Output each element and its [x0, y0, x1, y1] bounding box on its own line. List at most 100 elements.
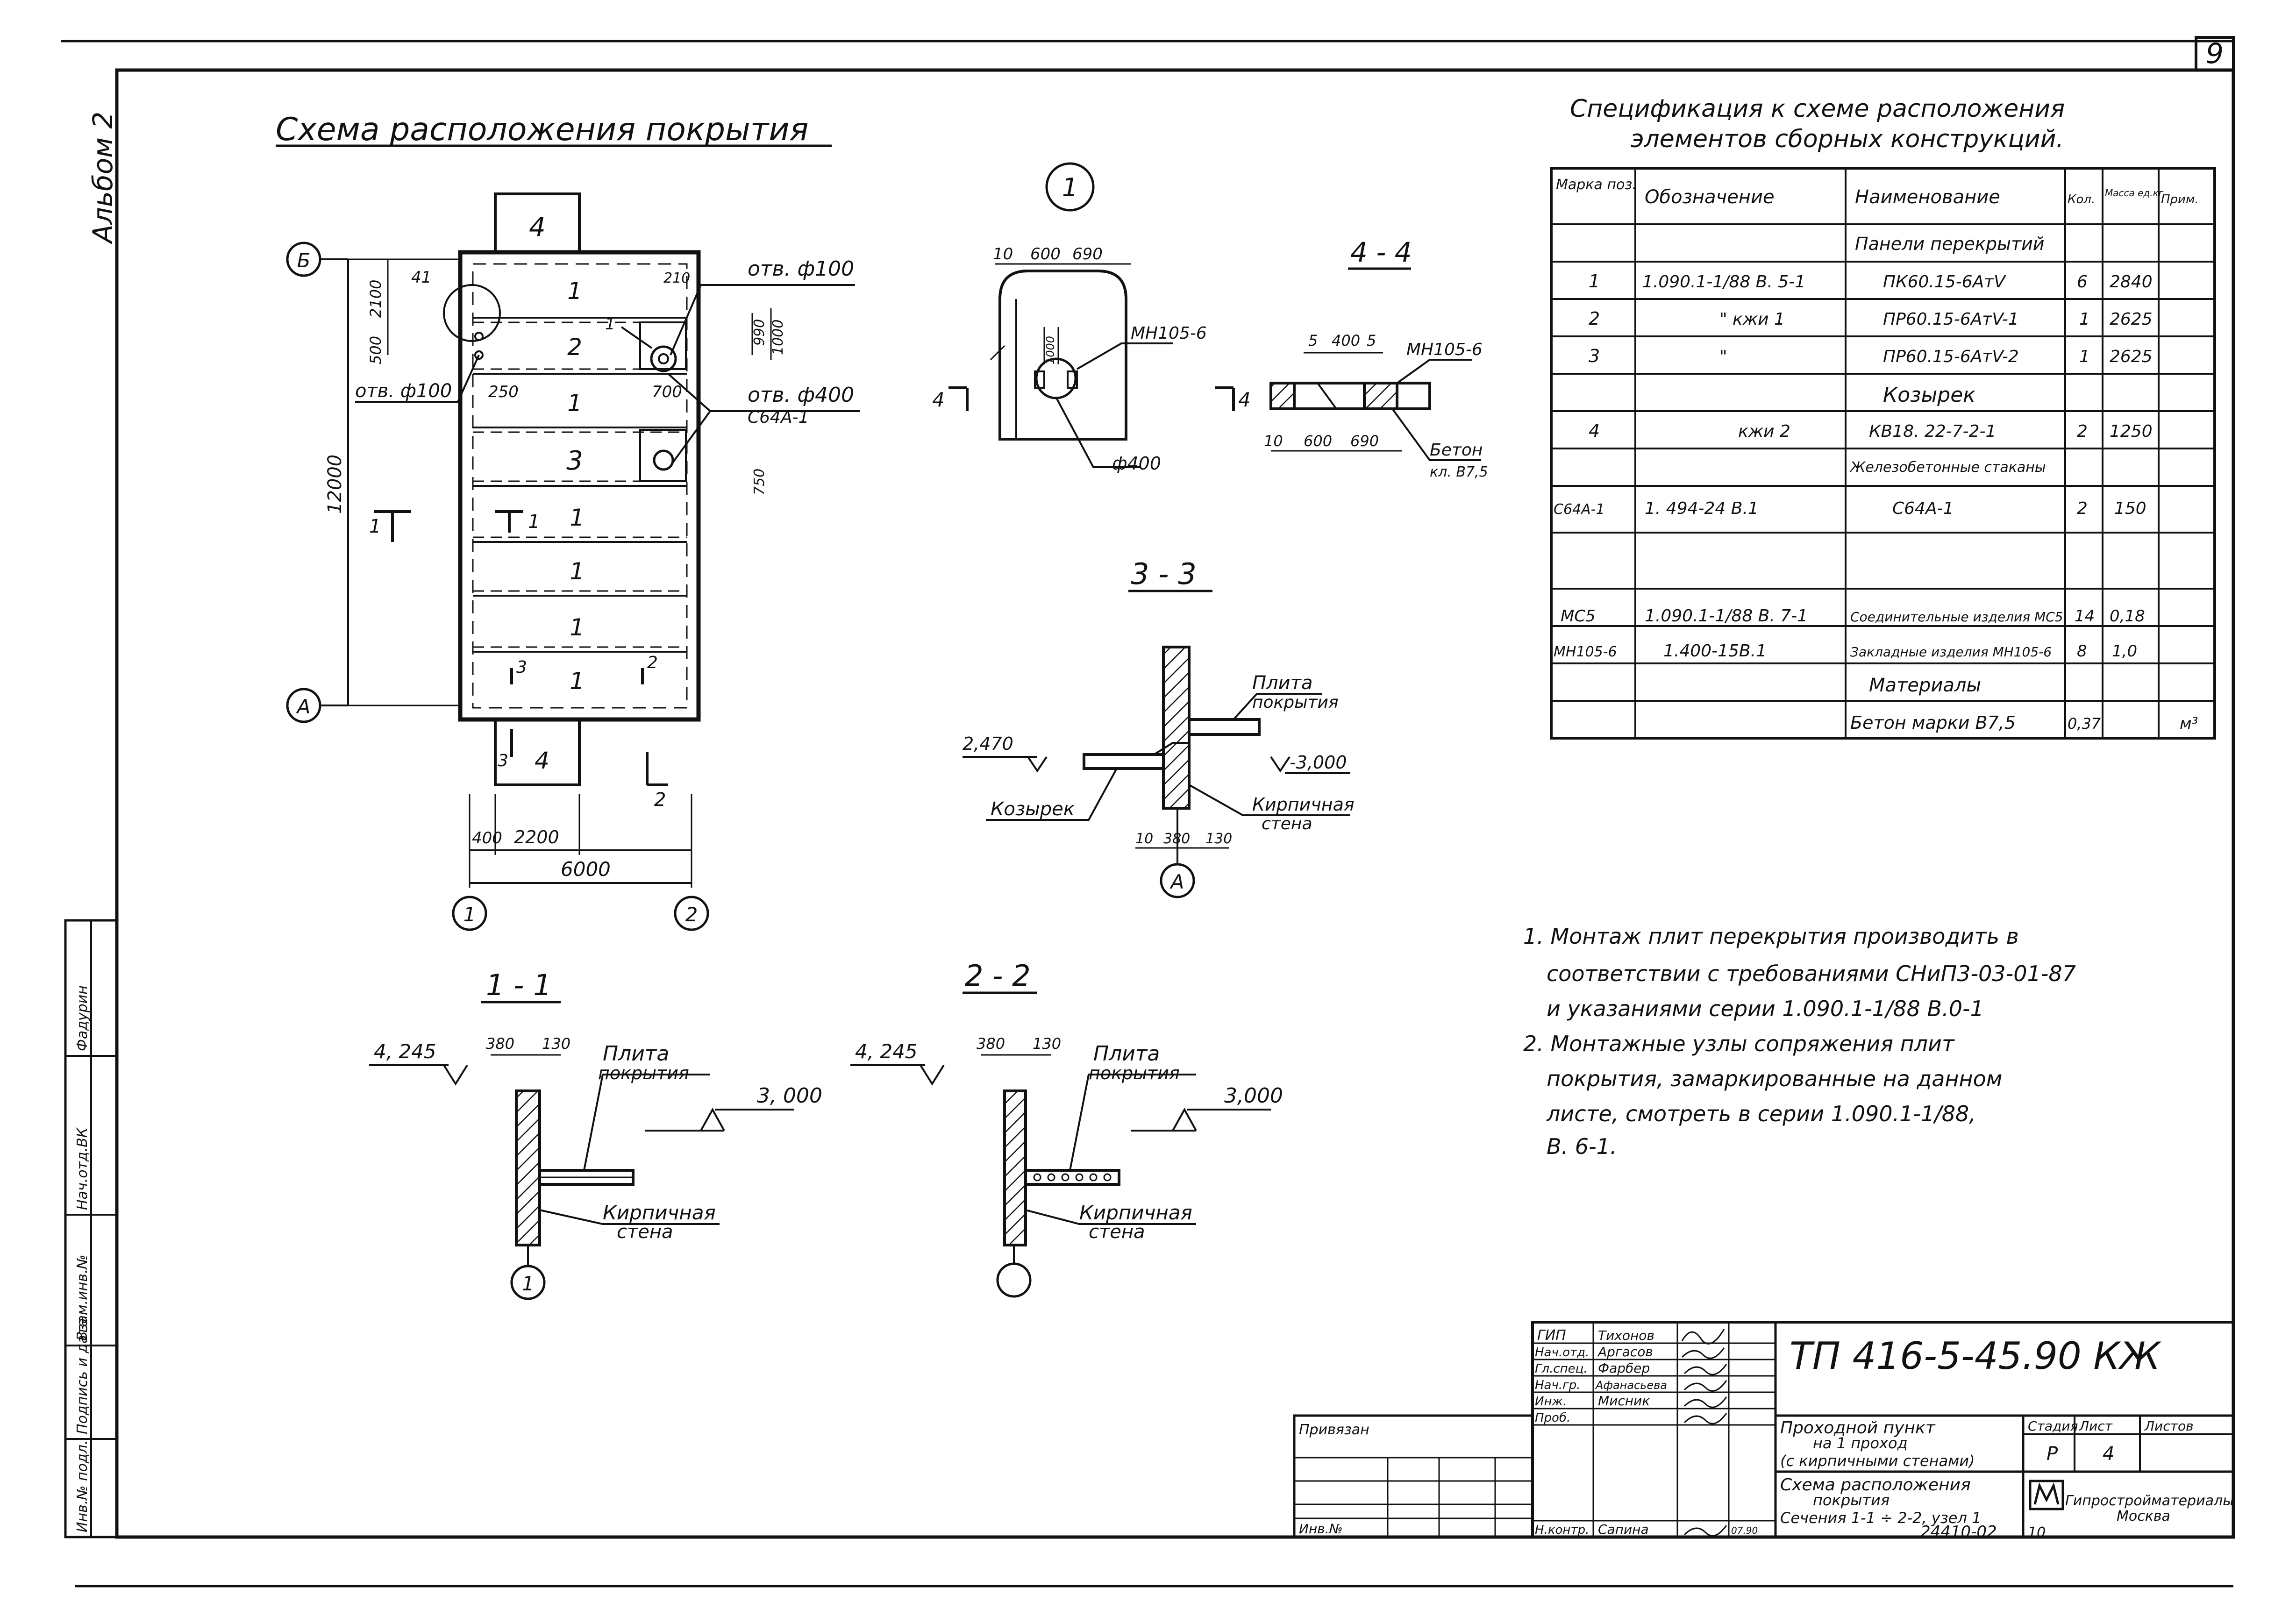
sec33-wall1: Кирпичная [1252, 794, 1355, 815]
sec22-lvl-right: 3,000 [1224, 1084, 1283, 1108]
cut-3-bottom: 3 [498, 751, 508, 770]
node1-d600: 600 [1030, 245, 1061, 263]
sec33-d130: 130 [1205, 831, 1232, 847]
sec33-title: 3 - 3 [1131, 557, 1197, 591]
sec44-beton-class: кл. В7,5 [1430, 464, 1488, 480]
stamp-city: Москва [2117, 1508, 2170, 1524]
spec-cell: МС5 [1561, 607, 1596, 626]
node1-mh: МН105-6 [1131, 324, 1207, 343]
spec-cell: 2625 [2110, 347, 2153, 366]
cut-2-top: 2 [647, 653, 658, 672]
node-1-marker [443, 284, 501, 342]
panel-label: 1 [567, 390, 582, 417]
spec-cell: 1,0 [2112, 642, 2137, 661]
sec11-lvl-left: 4, 245 [374, 1040, 436, 1063]
stamp-role: Инж. [1535, 1395, 1567, 1409]
note-line: соответствии с требованиями СНиП3-03-01-… [1547, 961, 2076, 986]
stamp-role: Нач.отд. [1535, 1346, 1589, 1360]
side-inv-podl: Инв.№ подл. [74, 1440, 91, 1532]
signatures [1681, 1329, 1727, 1537]
spec-cell: 0,37 [2068, 715, 2101, 733]
dim-250: 250 [488, 383, 519, 401]
spec-cell: 0,18 [2110, 607, 2145, 626]
spec-cell: 2625 [2110, 310, 2153, 329]
cut-2-bottom: 2 [654, 789, 666, 811]
spec-cell: 1250 [2110, 422, 2153, 441]
axis-1-label: 1 [463, 903, 476, 926]
dim-210: 210 [663, 270, 690, 286]
stamp-role: ГИП [1537, 1327, 1566, 1344]
spec-cell: Закладные изделия МН105-6 [1850, 644, 2052, 660]
spec-cell: ПР60.15-6АтV-2 [1883, 347, 2019, 366]
spec-cell: 1. 494-24 В.1 [1645, 499, 1759, 518]
spec-cell: 2 [2077, 499, 2088, 518]
spec-cell: ПР60.15-6АтV-1 [1883, 310, 2019, 329]
stamp-sheet-3: Сечения 1-1 ÷ 2-2, узел 1 [1780, 1509, 1981, 1527]
sec11-wall1: Кирпичная [603, 1201, 716, 1224]
stamp-role: Проб. [1535, 1411, 1570, 1425]
spec-cell: 8 [2077, 642, 2087, 661]
canopy-bottom-label: 4 [535, 747, 549, 774]
stamp-proj-3: (с кирпичными стенами) [1780, 1452, 1975, 1470]
spec-h-designation: Обозначение [1645, 186, 1775, 208]
sec22-d130: 130 [1033, 1035, 1061, 1053]
node1-d1000: 1000 [1044, 336, 1057, 364]
sec11-wall2: стена [617, 1221, 673, 1243]
stamp-proj-1: Проходной пункт [1780, 1418, 1936, 1438]
dim-500: 500 [367, 336, 385, 364]
sec33-kozyrek: Козырек [991, 798, 1075, 820]
section-2-2: 2 - 2 4, 245 380 130 Плита покрытия 3,00… [850, 959, 1283, 1298]
dim-12000: 12000 [324, 455, 346, 514]
spec-cell: 1 [2079, 347, 2090, 366]
dim-750: 750 [751, 469, 768, 495]
spec-h-name: Наименование [1855, 186, 2000, 208]
sec44-d5a: 5 [1308, 332, 1318, 349]
side-name: Фадурин [74, 985, 91, 1051]
stamp-privyazan: Привязан [1299, 1422, 1369, 1438]
org-logo-icon [2029, 1480, 2064, 1510]
plan-title: Схема расположения покрытия [276, 111, 808, 148]
sec11-d380: 380 [486, 1035, 514, 1053]
panel-label: 3 [566, 446, 583, 476]
node1-d400: ф400 [1112, 453, 1161, 474]
spec-cell: кжи 2 [1738, 422, 1790, 441]
sec44-d690: 690 [1350, 432, 1379, 450]
spec-cell: С64А-1 [1554, 501, 1605, 518]
spec-cell: 2840 [2110, 272, 2153, 292]
sec44-beton: Бетон [1430, 441, 1483, 460]
note-line: 1. Монтаж плит перекрытия производить в [1523, 924, 2019, 949]
sec33-plita1: Плита [1252, 672, 1312, 694]
hole100-left-label: отв. ф100 [355, 380, 452, 402]
plan-view: Схема расположения покрытия 4 [276, 111, 860, 931]
dim-990: 990 [751, 319, 768, 346]
axis-a-label: А [296, 695, 311, 718]
sec44-title: 4 - 4 [1350, 236, 1412, 268]
dim-2100: 2100 [367, 280, 385, 318]
stamp-h-sheet: Лист [2079, 1418, 2113, 1434]
sec22-wall2: стена [1089, 1221, 1145, 1243]
node-1-detail: 1 10 600 690 1000 МН105-6 ф400 4 4 [932, 162, 1251, 474]
sec33-wall2: стена [1262, 814, 1312, 833]
stamp-sheet-2: покрытия [1813, 1491, 1890, 1509]
dim-2200: 2200 [514, 827, 559, 847]
stamp-archive: 24410-02 [1920, 1523, 1997, 1541]
stamp-stage: Р [2046, 1443, 2058, 1465]
spec-cell: " кжи 1 [1719, 310, 1785, 329]
sec33-lvl-left: 2,470 [963, 733, 1013, 754]
section-3-3: 3 - 3 Плита покрытия 2,470 -3,000 Козыре… [963, 557, 1355, 898]
title-block: Привязан Инв.№ ГИП Тихонов Нач.отд. Арга… [1293, 1321, 2235, 1541]
spec-h-mass: Масса ед.кг [2105, 187, 2164, 199]
stamp-sheet-1: Схема расположения [1780, 1475, 1971, 1495]
sec22-title: 2 - 2 [965, 959, 1031, 993]
axis-b-label: Б [297, 249, 311, 272]
note-line: 2. Монтажные узлы сопряжения плит [1523, 1031, 1955, 1056]
hole100-right-label: отв. ф100 [748, 257, 854, 281]
node1-d10: 10 [993, 245, 1013, 263]
spec-h-qty: Кол. [2068, 192, 2095, 206]
small-label: 1 [605, 315, 615, 334]
sec22-axis-bubble [996, 1262, 1032, 1298]
sec11-plita1: Плита [603, 1042, 669, 1066]
sec44-mh: МН105-6 [1406, 340, 1483, 359]
dim-41: 41 [411, 268, 431, 287]
node1-label: 1 [1062, 173, 1078, 202]
